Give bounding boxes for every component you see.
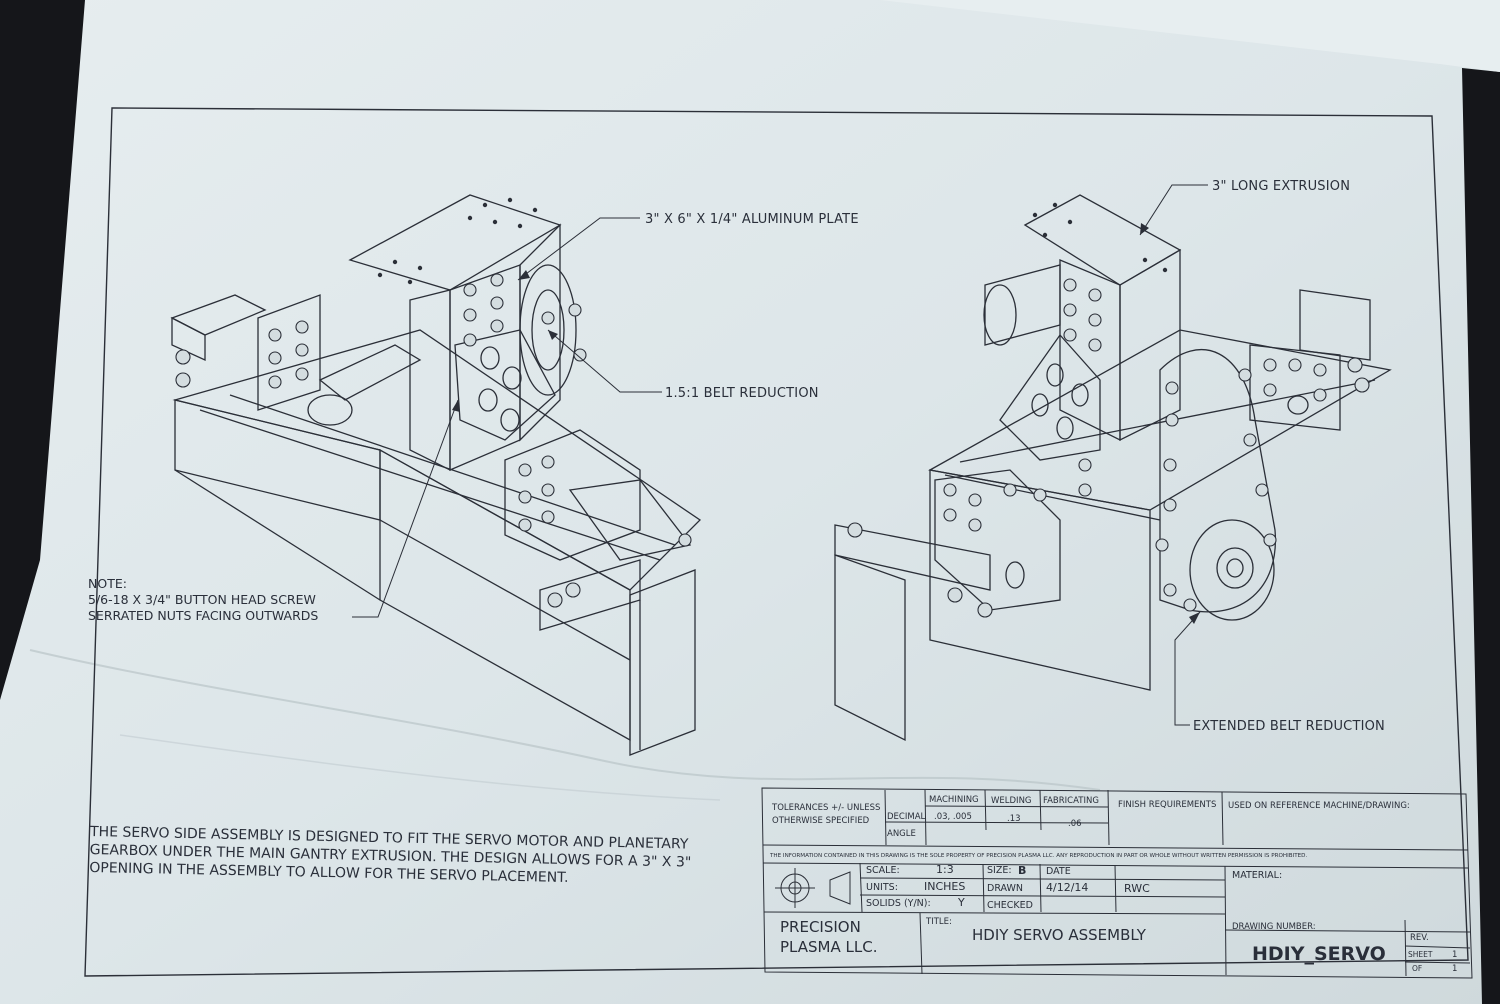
leader-arrowheads (452, 223, 1200, 624)
note-heading: NOTE: (88, 576, 127, 591)
title-block (761, 787, 1473, 979)
units-value: INCHES (924, 880, 965, 893)
sheet-label: SHEET (1408, 950, 1433, 959)
drawing-number-label: DRAWING NUMBER: (1232, 922, 1316, 932)
left-assembly-view (170, 194, 702, 756)
tolerances-label-2: OTHERWISE SPECIFIED (772, 816, 870, 826)
company-name-line-1: PRECISION (780, 918, 861, 936)
drawing-border (84, 107, 1469, 977)
note-line-2: SERRATED NUTS FACING OUTWARDS (88, 608, 318, 623)
checked-label: CHECKED (987, 900, 1033, 911)
sheet-value: 1 (1452, 950, 1457, 960)
callout-belt-reduction: 1.5:1 BELT REDUCTION (665, 386, 819, 401)
paper-crease (119, 734, 721, 801)
row-decimal-label: DECIMAL (887, 812, 926, 822)
drawn-value: RWC (1124, 882, 1150, 895)
note-line-1: 5/6-18 X 3/4" BUTTON HEAD SCREW (88, 592, 316, 607)
callout-aluminum-plate: 3" X 6" X 1/4" ALUMINUM PLATE (645, 212, 859, 227)
left-assembly-bolts (175, 273, 692, 608)
finish-requirements-label: FINISH REQUIREMENTS (1118, 800, 1216, 810)
material-label: MATERIAL: (1232, 870, 1282, 881)
rev-label: REV. (1410, 933, 1429, 943)
drawing-title: HDIY SERVO ASSEMBLY (972, 926, 1147, 944)
col-machining: MACHINING (929, 795, 979, 805)
solids-label: SOLIDS (Y/N): (866, 898, 931, 909)
decimal-machining-value: .03, .005 (934, 812, 972, 822)
title-label: TITLE: (925, 917, 952, 927)
date-value: 4/12/14 (1046, 881, 1088, 894)
right-assembly-bolts (847, 278, 1370, 618)
of-value: 1 (1452, 964, 1457, 974)
callout-extended-belt-reduction: EXTENDED BELT REDUCTION (1193, 719, 1385, 734)
date-label: DATE (1046, 866, 1071, 877)
paper-crease (29, 649, 1101, 791)
used-on-label: USED ON REFERENCE MACHINE/DRAWING: (1228, 801, 1410, 811)
col-welding: WELDING (991, 796, 1032, 806)
size-value: B (1018, 864, 1026, 877)
units-label: UNITS: (866, 882, 898, 893)
of-label: OF (1412, 964, 1422, 973)
company-name-line-2: PLASMA LLC. (780, 938, 877, 956)
col-fabricating: FABRICATING (1043, 796, 1099, 806)
decimal-fabricating-value: .06 (1068, 819, 1082, 829)
right-assembly-view (834, 194, 1392, 742)
size-label: SIZE: (987, 865, 1012, 876)
callout-long-extrusion: 3" LONG EXTRUSION (1212, 179, 1350, 194)
drawn-label: DRAWN (987, 883, 1023, 894)
solids-value: Y (957, 896, 965, 909)
callout-leaders (352, 184, 1208, 726)
right-top-plate-holes (1032, 202, 1168, 273)
row-angle-label: ANGLE (887, 829, 916, 839)
scale-label: SCALE: (866, 865, 900, 876)
decimal-welding-value: .13 (1007, 814, 1021, 824)
left-top-plate-holes (377, 197, 538, 285)
drawing-number: HDIY_SERVO (1252, 943, 1386, 965)
tolerances-label-1: TOLERANCES +/- UNLESS (771, 803, 880, 813)
proprietary-notice: THE INFORMATION CONTAINED IN THIS DRAWIN… (769, 853, 1307, 859)
scale-value: 1:3 (936, 863, 954, 876)
background-sheet-corner (880, 0, 1500, 72)
